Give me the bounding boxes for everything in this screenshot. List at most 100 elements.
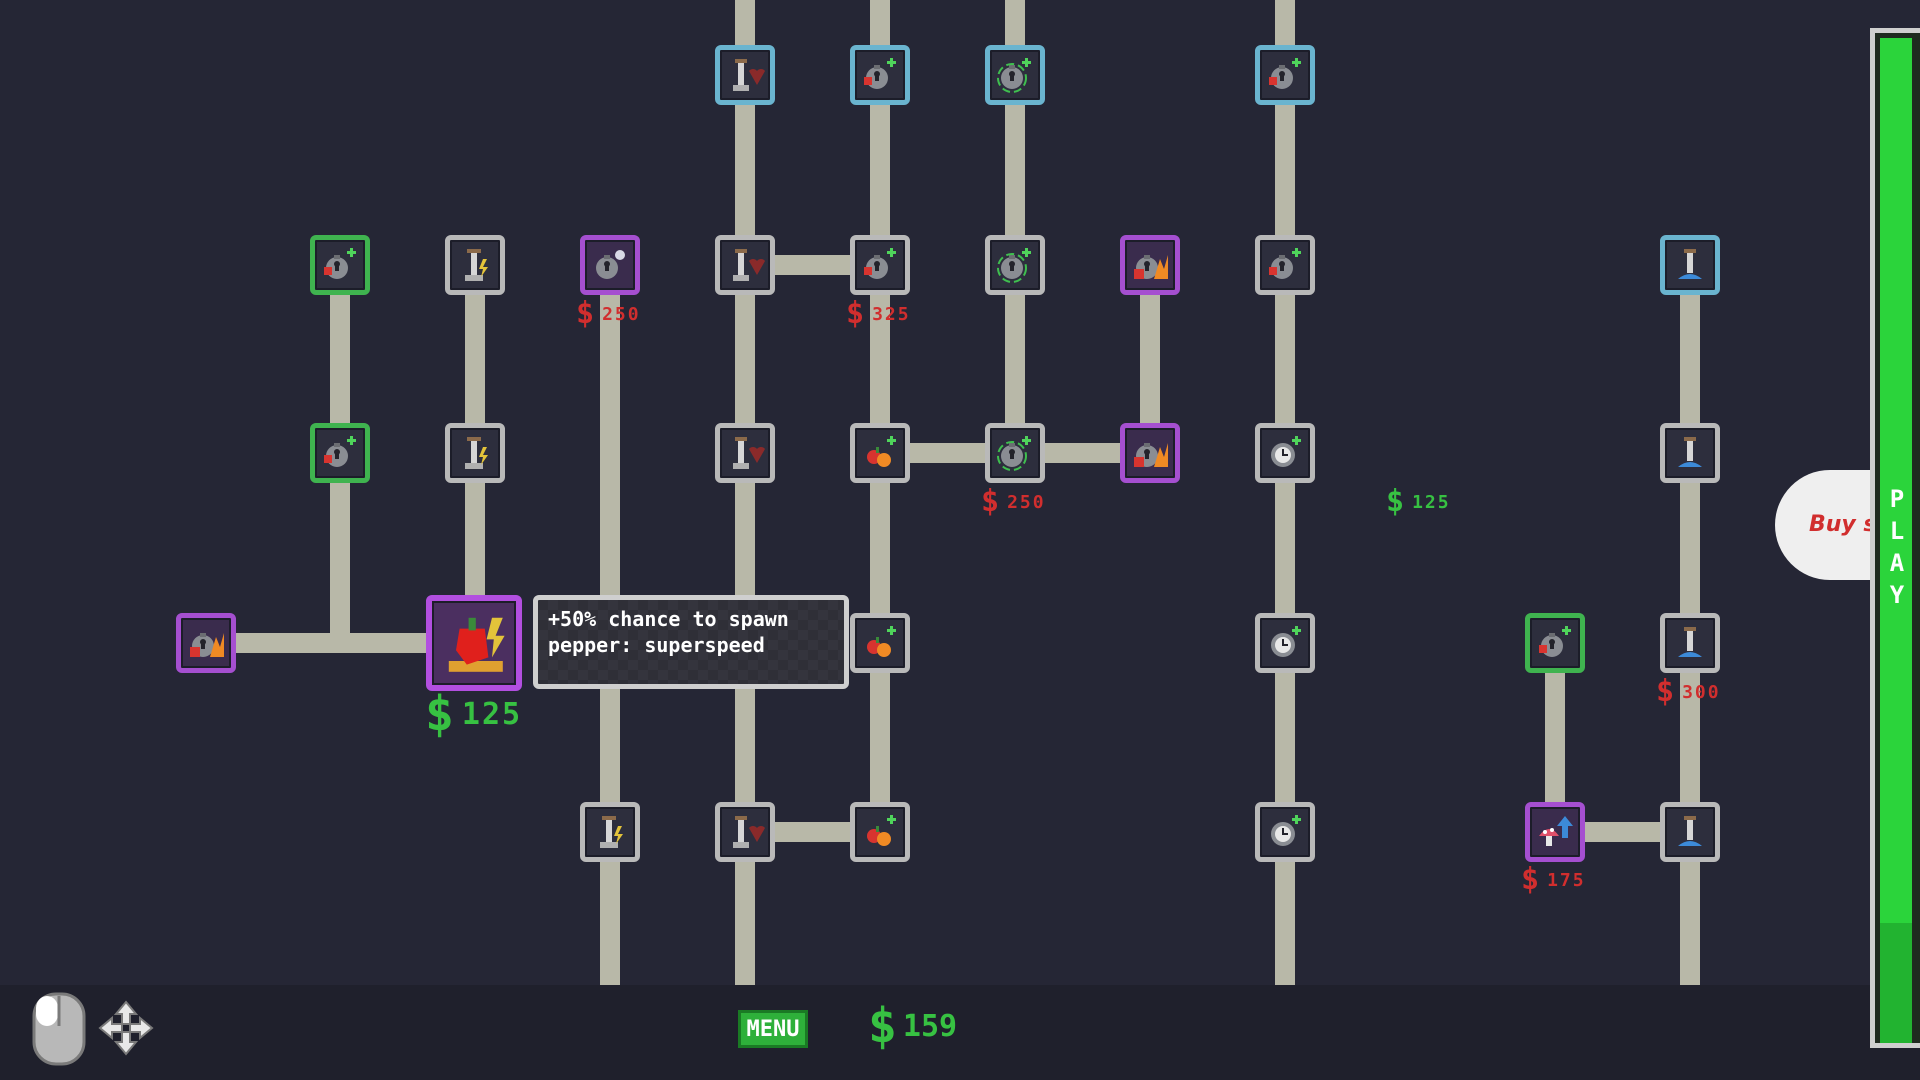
lamp-bolt-icon	[465, 437, 488, 469]
upgrade-node[interactable]	[1525, 613, 1585, 673]
upgrade-node[interactable]	[985, 45, 1045, 105]
price-tag-selected: $125	[425, 688, 522, 740]
bomb-fire-icon	[190, 633, 224, 657]
play-progress-fill	[1880, 38, 1912, 1043]
upgrade-node[interactable]	[715, 423, 775, 483]
bomb-plus-icon	[864, 58, 896, 89]
dollar-icon: $	[1386, 484, 1407, 519]
upgrade-node[interactable]	[850, 45, 910, 105]
price-tag: $175	[1521, 862, 1586, 898]
upgrade-node[interactable]	[1660, 235, 1720, 295]
fruit-plus-icon	[867, 436, 896, 467]
lamp-water-icon	[1678, 249, 1702, 279]
bomb-ghost-icon	[596, 250, 625, 279]
mouse-icon	[32, 992, 86, 1066]
dollar-icon: $	[425, 686, 456, 742]
bottom-bar	[0, 985, 1920, 1080]
upgrade-node[interactable]	[985, 423, 1045, 483]
bomb-plus-icon	[324, 436, 356, 467]
upgrade-node[interactable]	[580, 802, 640, 862]
upgrade-node[interactable]	[1120, 423, 1180, 483]
price-amount: 125	[461, 696, 523, 732]
bomb-plus-icon	[1539, 626, 1571, 657]
upgrade-node[interactable]	[1255, 613, 1315, 673]
upgrade-node[interactable]	[1255, 235, 1315, 295]
price-amount: 125	[1412, 491, 1451, 513]
price-tag: $250	[981, 484, 1046, 520]
bomb-clock-icon	[1271, 815, 1301, 846]
selected-upgrade-node[interactable]	[426, 595, 522, 691]
upgrade-node[interactable]	[445, 423, 505, 483]
money-counter: $ 159	[868, 1002, 957, 1050]
dollar-icon: $	[1521, 862, 1542, 897]
tooltip-line-1: +50% chance to spawn	[548, 607, 789, 631]
upgrade-node[interactable]	[1660, 613, 1720, 673]
upgrade-node[interactable]	[850, 613, 910, 673]
money-amount: 159	[902, 1008, 958, 1044]
menu-button[interactable]: MENU	[738, 1010, 808, 1048]
fruit-plus-icon	[867, 626, 896, 657]
dollar-icon: $	[576, 296, 597, 331]
lamp-water-icon	[1678, 437, 1702, 467]
fruit-plus-icon	[867, 815, 896, 846]
upgrade-node[interactable]	[1660, 802, 1720, 862]
bomb-plus-icon	[1269, 248, 1301, 279]
price-amount: 250	[602, 303, 641, 325]
price-tag: $125	[1386, 484, 1451, 520]
upgrade-node[interactable]	[1255, 423, 1315, 483]
upgrade-node[interactable]	[715, 802, 775, 862]
play-button[interactable]: P L A Y	[1870, 28, 1920, 1048]
upgrade-node[interactable]	[715, 235, 775, 295]
dollar-icon: $	[846, 296, 867, 331]
price-amount: 325	[872, 303, 911, 325]
upgrade-node[interactable]	[1255, 802, 1315, 862]
bomb-plus-icon	[864, 248, 896, 279]
bomb-fire-icon	[1134, 255, 1168, 279]
move-arrows-icon	[98, 1000, 154, 1056]
lamp-heart-icon	[733, 249, 765, 281]
speech-bubble-text: Buy s	[1809, 512, 1877, 537]
money-icon: $	[868, 998, 897, 1054]
upgrade-node[interactable]	[1255, 45, 1315, 105]
lamp-water-icon	[1678, 627, 1702, 657]
price-tag: $250	[576, 296, 641, 332]
upgrade-node[interactable]	[310, 423, 370, 483]
lamp-bolt-icon	[465, 249, 488, 281]
bomb-shield-icon	[997, 436, 1031, 471]
upgrade-node[interactable]	[850, 423, 910, 483]
upgrade-node[interactable]	[985, 235, 1045, 295]
bomb-plus-icon	[324, 248, 356, 279]
bomb-plus-icon	[1269, 58, 1301, 89]
lamp-water-icon	[1678, 816, 1702, 846]
price-amount: 250	[1007, 491, 1046, 513]
bomb-clock-icon	[1271, 626, 1301, 657]
bomb-fire-icon	[1134, 443, 1168, 467]
play-progress-shade	[1880, 923, 1912, 1043]
upgrade-node[interactable]	[445, 235, 505, 295]
upgrade-node[interactable]	[715, 45, 775, 105]
upgrade-node[interactable]	[850, 802, 910, 862]
price-amount: 175	[1547, 869, 1586, 891]
dollar-icon: $	[1656, 674, 1677, 709]
upgrade-tooltip: +50% chance to spawn pepper: superspeed	[533, 595, 849, 689]
upgrade-node[interactable]	[850, 235, 910, 295]
lamp-bolt-icon	[600, 816, 623, 848]
upgrade-node[interactable]	[1660, 423, 1720, 483]
upgrade-node[interactable]	[1525, 802, 1585, 862]
bomb-clock-icon	[1271, 436, 1301, 467]
play-label: P L A Y	[1889, 485, 1905, 609]
lamp-heart-icon	[733, 59, 765, 91]
upgrade-node[interactable]	[176, 613, 236, 673]
price-amount: 300	[1682, 681, 1721, 703]
upgrade-node[interactable]	[1120, 235, 1180, 295]
price-tag: $300	[1656, 674, 1721, 710]
upgrade-node[interactable]	[310, 235, 370, 295]
dollar-icon: $	[981, 484, 1002, 519]
pepper-superspeed-icon	[448, 617, 505, 672]
upgrade-node[interactable]	[580, 235, 640, 295]
bomb-shield-icon	[997, 58, 1031, 93]
lamp-heart-icon	[733, 437, 765, 469]
bomb-shield-icon	[997, 248, 1031, 283]
